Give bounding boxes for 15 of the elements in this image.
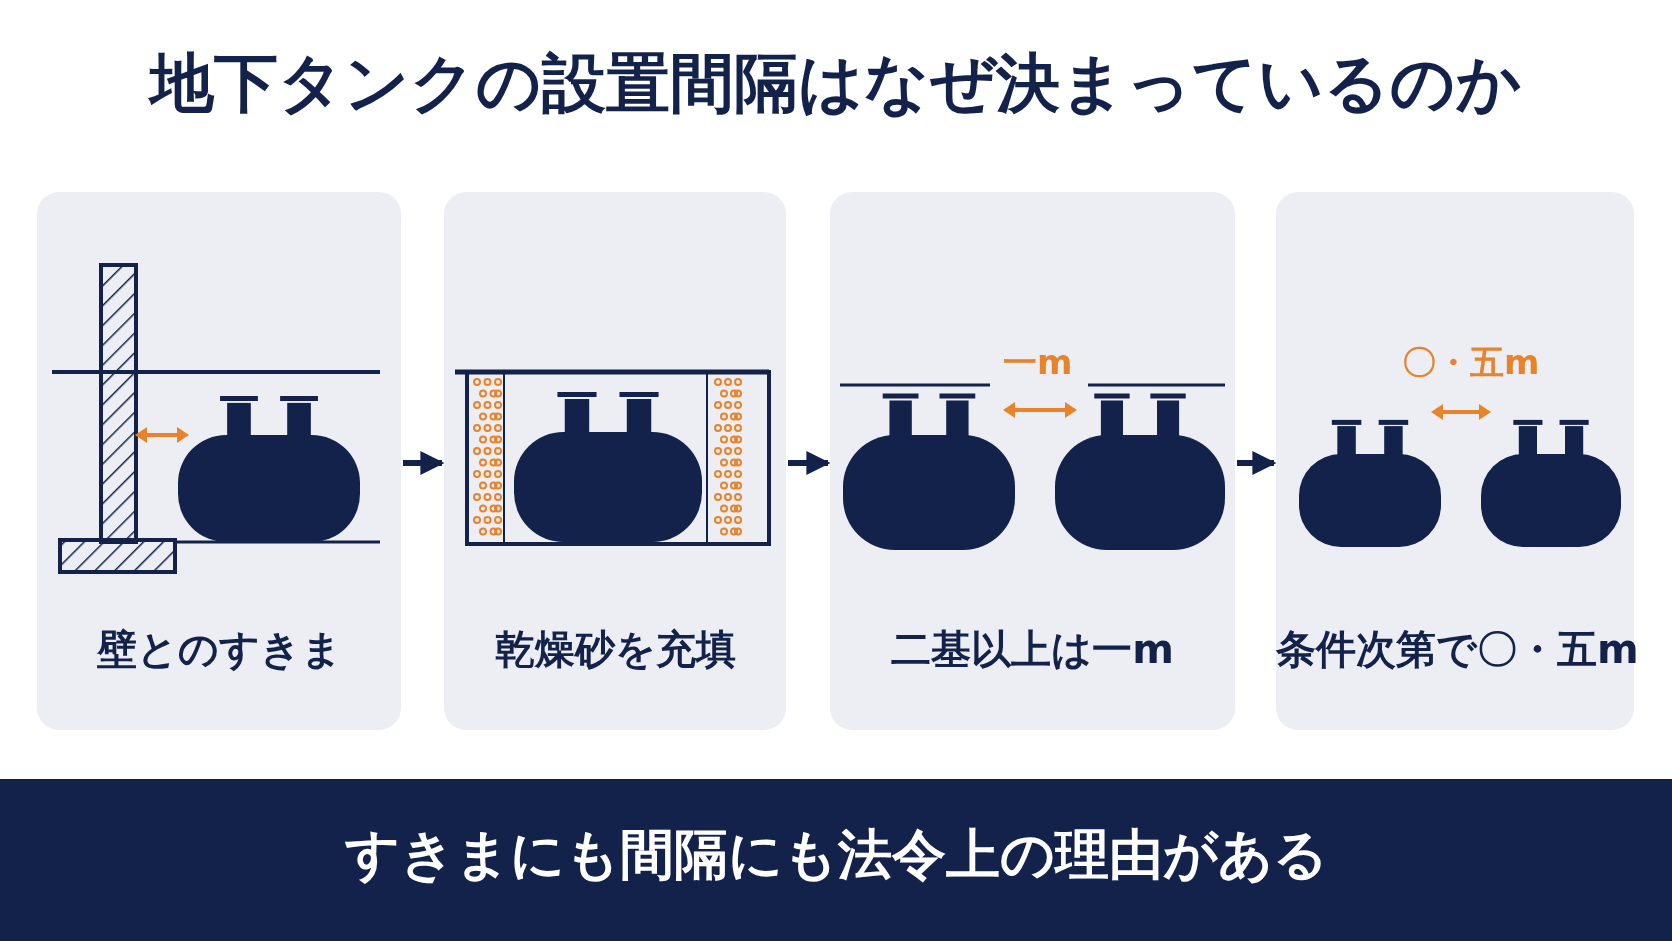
step-panel: [444, 192, 786, 730]
arrow: [403, 451, 445, 475]
dimension-label: 〇・五m: [1402, 341, 1540, 384]
step-panel: [1276, 192, 1634, 730]
step-panel: [37, 192, 401, 730]
step-caption: 二基以上は一m: [891, 625, 1174, 674]
step-panel: [830, 192, 1235, 730]
caption-text: すきまにも間隔にも法令上の理由がある: [343, 822, 1329, 888]
step-caption: 条件次第で〇・五m: [1276, 625, 1639, 674]
arrow: [788, 451, 831, 475]
arrow: [1237, 451, 1277, 475]
step-caption: 壁とのすきま: [96, 625, 342, 674]
title: 地下タンクの設置間隔はなぜ決まっているのか: [147, 45, 1523, 122]
step-caption: 乾燥砂を充填: [494, 625, 736, 674]
dimension-label: 一m: [1003, 341, 1073, 384]
